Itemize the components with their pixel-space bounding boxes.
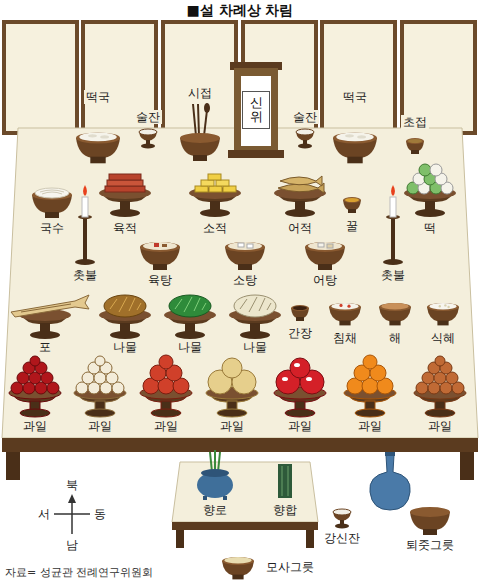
item-label: 모사그릇 [264, 560, 316, 574]
item-label: 과일 [426, 419, 454, 433]
soy-sauce-dish [291, 305, 309, 321]
spirit-tablet: 신위 [242, 91, 270, 130]
item-label: 촛불 [71, 268, 99, 282]
item-label: 꿀 [344, 219, 360, 233]
item-label: 육탕 [146, 273, 174, 287]
item-label: 시접 [186, 86, 214, 100]
meat-soup-bowl [140, 242, 180, 270]
wine-cup [139, 129, 157, 149]
spirit-tablet-frame [228, 62, 284, 158]
dried-fish-plate [11, 295, 89, 339]
item-label: 육적 [111, 221, 139, 235]
item-label: 촛불 [379, 268, 407, 282]
item-label: 국수 [38, 221, 66, 235]
ritual-table [2, 128, 478, 480]
fish-skewer-plate [274, 176, 326, 217]
tofu-soup-bowl [225, 242, 265, 270]
item-label: 어탕 [311, 273, 339, 287]
meat-skewer-plate [99, 174, 151, 217]
candle [75, 185, 95, 265]
item-label: 남 [64, 538, 80, 552]
source-caption: 자료= 성균관 전례연구위원회 [5, 566, 153, 579]
tangerine-plate [344, 355, 396, 417]
pear-plate [206, 358, 258, 417]
white-namul-plate [229, 295, 281, 339]
sikhye-bowl [427, 303, 459, 325]
apple-plate [274, 358, 326, 417]
sand-bowl [222, 557, 254, 579]
item-label: 어적 [286, 221, 314, 235]
wine-bottle [370, 452, 410, 510]
fish-soup-bowl [305, 242, 345, 270]
item-label: 과일 [218, 419, 246, 433]
item-label: 강신잔 [322, 531, 362, 545]
item-label: 떡국 [84, 90, 112, 104]
item-label: 초접 [401, 115, 429, 129]
tablet-text: 신위 [250, 96, 263, 125]
incense-burner [197, 450, 233, 500]
item-label: 과일 [286, 419, 314, 433]
item-label: 퇴줏그릇 [404, 538, 456, 552]
item-label: 과일 [21, 419, 49, 433]
diagram-title: ■설 차례상 차림 [187, 2, 294, 18]
incense-box [278, 464, 292, 498]
incense-table [172, 462, 318, 548]
kimchi-bowl [329, 303, 361, 325]
item-label: 과일 [152, 419, 180, 433]
item-label: 과일 [86, 419, 114, 433]
item-label: 떡국 [341, 90, 369, 104]
item-label: 침채 [331, 331, 359, 345]
item-label: 소적 [201, 221, 229, 235]
rice-cake-soup-bowl [76, 133, 120, 164]
item-label: 포 [37, 340, 53, 354]
item-label: 간장 [286, 326, 314, 340]
salted-fish-bowl [379, 303, 411, 325]
item-label: 소탕 [231, 273, 259, 287]
item-label: 나물 [241, 340, 269, 354]
compass [54, 494, 90, 534]
item-label: 식혜 [429, 331, 457, 345]
rice-cake-plate [404, 164, 456, 217]
tofu-skewer-plate [189, 174, 241, 217]
brown-namul-plate [99, 295, 151, 339]
item-label: 북 [64, 478, 80, 492]
item-label: 술잔 [134, 110, 162, 124]
persimmon-plate [140, 355, 192, 417]
jujube-plate [9, 356, 61, 417]
chestnut-plate [74, 356, 126, 417]
item-label: 서 [36, 507, 52, 521]
candle [383, 185, 403, 265]
discard-bowl [410, 507, 450, 535]
item-label: 해 [387, 331, 403, 345]
item-label: 향합 [271, 503, 299, 517]
dried-persimmon-plate [414, 356, 466, 417]
item-label: 술잔 [291, 110, 319, 124]
item-label: 나물 [111, 340, 139, 354]
wine-cup [296, 129, 314, 149]
item-label: 향로 [201, 503, 229, 517]
honey-dish [343, 197, 361, 213]
noodle-bowl [32, 188, 72, 218]
item-label: 과일 [356, 419, 384, 433]
spoon-chopsticks-bowl [180, 103, 220, 161]
item-label: 나물 [176, 340, 204, 354]
vinegar-dish [406, 138, 424, 154]
rice-cake-soup-bowl [333, 133, 377, 164]
green-namul-plate [164, 295, 216, 339]
libation-cup [333, 509, 351, 529]
item-label: 동 [92, 507, 108, 521]
item-label: 떡 [422, 221, 438, 235]
